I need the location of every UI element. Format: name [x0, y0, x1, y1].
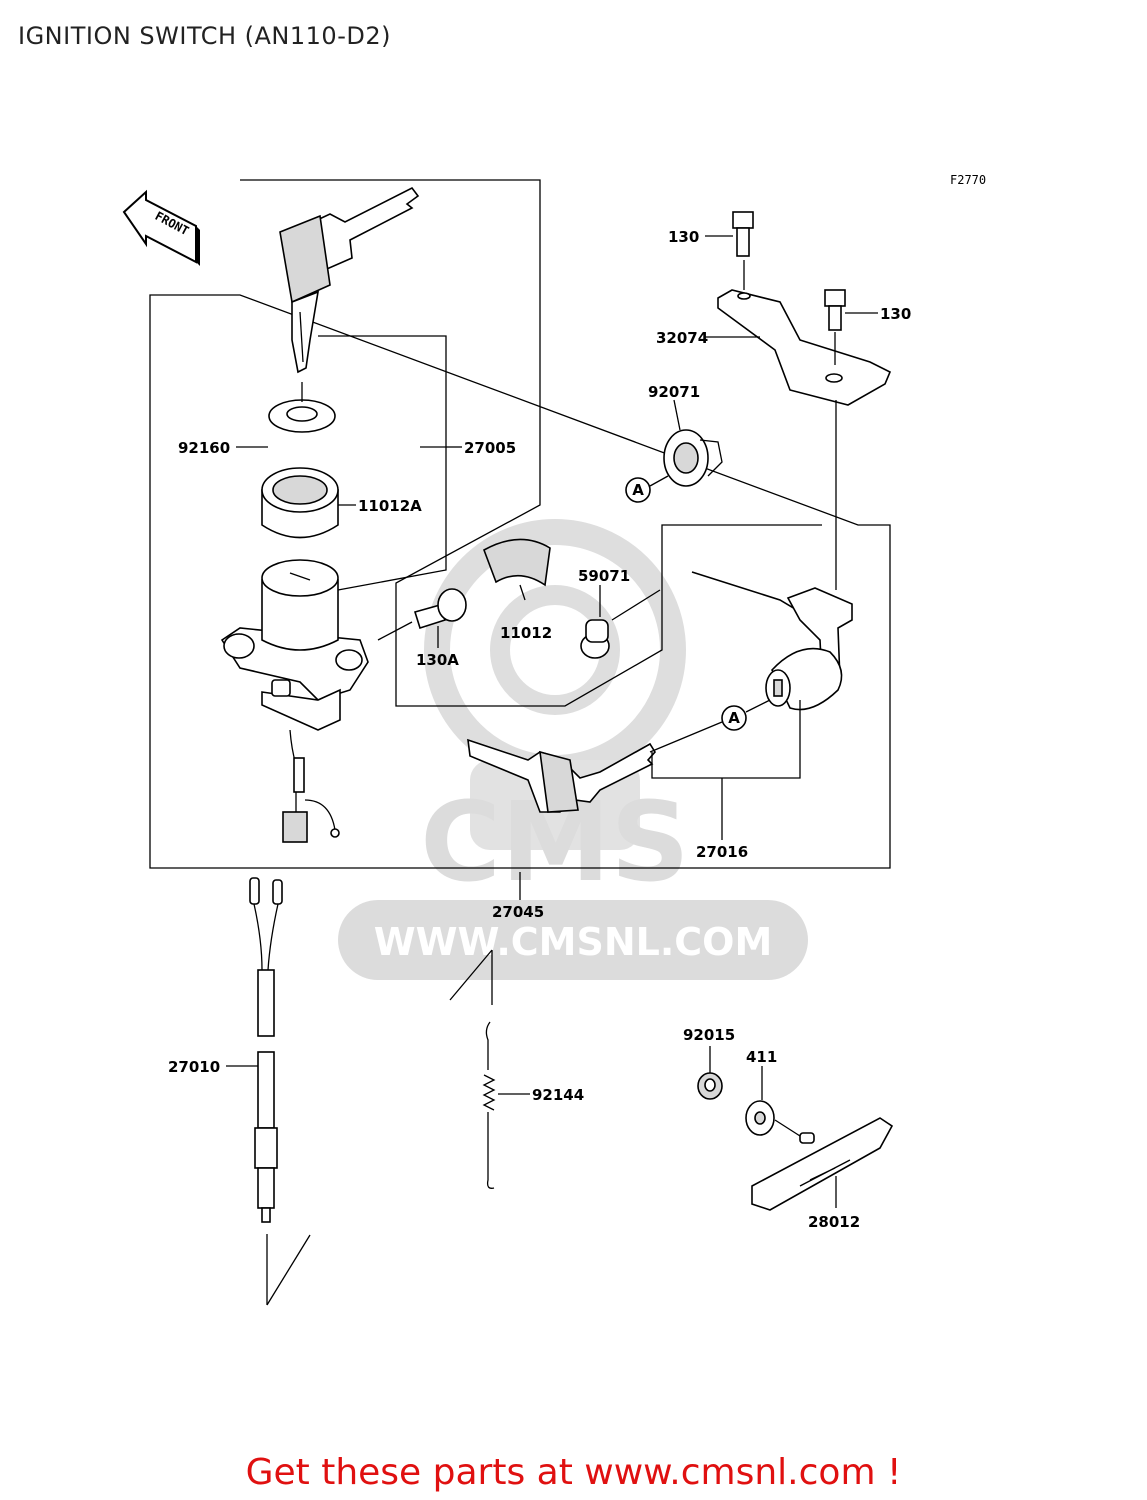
part-label-28012: 28012	[808, 1213, 860, 1231]
part-label-411: 411	[746, 1048, 777, 1066]
part-label-92144: 92144	[532, 1086, 584, 1104]
spring-92144-icon	[449, 872, 521, 1189]
part-label-130-upper: 130	[668, 228, 699, 246]
seat-lock-27016-icon	[691, 571, 853, 711]
part-label-27005: 27005	[464, 439, 516, 457]
wire-harness-27010-icon	[249, 877, 311, 1306]
cover-11012-icon	[483, 538, 551, 587]
washer-411-icon	[745, 1100, 775, 1136]
part-label-59071: 59071	[578, 567, 630, 585]
part-label-11012a: 11012A	[358, 497, 422, 515]
part-label-130-lower: 130	[880, 305, 911, 323]
part-label-92071: 92071	[648, 383, 700, 401]
parts-diagram: CMS WWW.CMSNL.COM F2770 FRONT	[122, 173, 986, 1306]
cap-11012a-icon	[261, 467, 339, 539]
watermark-badge	[338, 900, 808, 980]
front-arrow-icon: FRONT	[122, 189, 200, 266]
part-label-92160: 92160	[178, 439, 230, 457]
nut-92015-icon	[697, 1072, 723, 1100]
part-label-27016: 27016	[696, 843, 748, 861]
bolt-130-lower-icon	[824, 289, 846, 331]
bracket-32074-icon	[717, 289, 892, 406]
screw-130a-icon	[413, 588, 467, 630]
ref-mark-a1-label: A	[632, 481, 644, 499]
cta-link[interactable]: Get these parts at www.cmsnl.com !	[245, 1452, 902, 1493]
part-label-27010: 27010	[168, 1058, 220, 1076]
part-labels: 130 130 32074 92071 92160 27005 11012A 5…	[168, 228, 911, 1231]
watermark: CMS WWW.CMSNL.COM	[338, 519, 808, 980]
grommet-92071-icon	[663, 429, 723, 487]
part-label-32074: 32074	[656, 329, 708, 347]
figure-code: F2770	[950, 173, 986, 187]
ignition-key-icon	[279, 186, 420, 374]
seat-lock-key-icon	[467, 738, 656, 813]
part-label-11012: 11012	[500, 624, 552, 642]
part-label-92015: 92015	[683, 1026, 735, 1044]
watermark-url: WWW.CMSNL.COM	[374, 920, 773, 964]
bolt-130-upper-icon	[732, 211, 754, 257]
reflector-28012-icon	[751, 1117, 894, 1211]
page-title: IGNITION SWITCH (AN110-D2)	[18, 22, 391, 50]
part-label-27045: 27045	[492, 903, 544, 921]
ref-mark-a2-label: A	[728, 709, 740, 727]
ref-mark-a2	[721, 705, 747, 731]
assembly-frame-27045	[149, 179, 891, 869]
bulb-59071-icon	[580, 619, 610, 659]
leader-lines	[226, 235, 878, 1095]
ignition-switch-body-icon	[220, 559, 369, 843]
washer-92160-icon	[268, 399, 336, 433]
ref-mark-a1	[625, 477, 651, 503]
part-label-130a: 130A	[416, 651, 459, 669]
